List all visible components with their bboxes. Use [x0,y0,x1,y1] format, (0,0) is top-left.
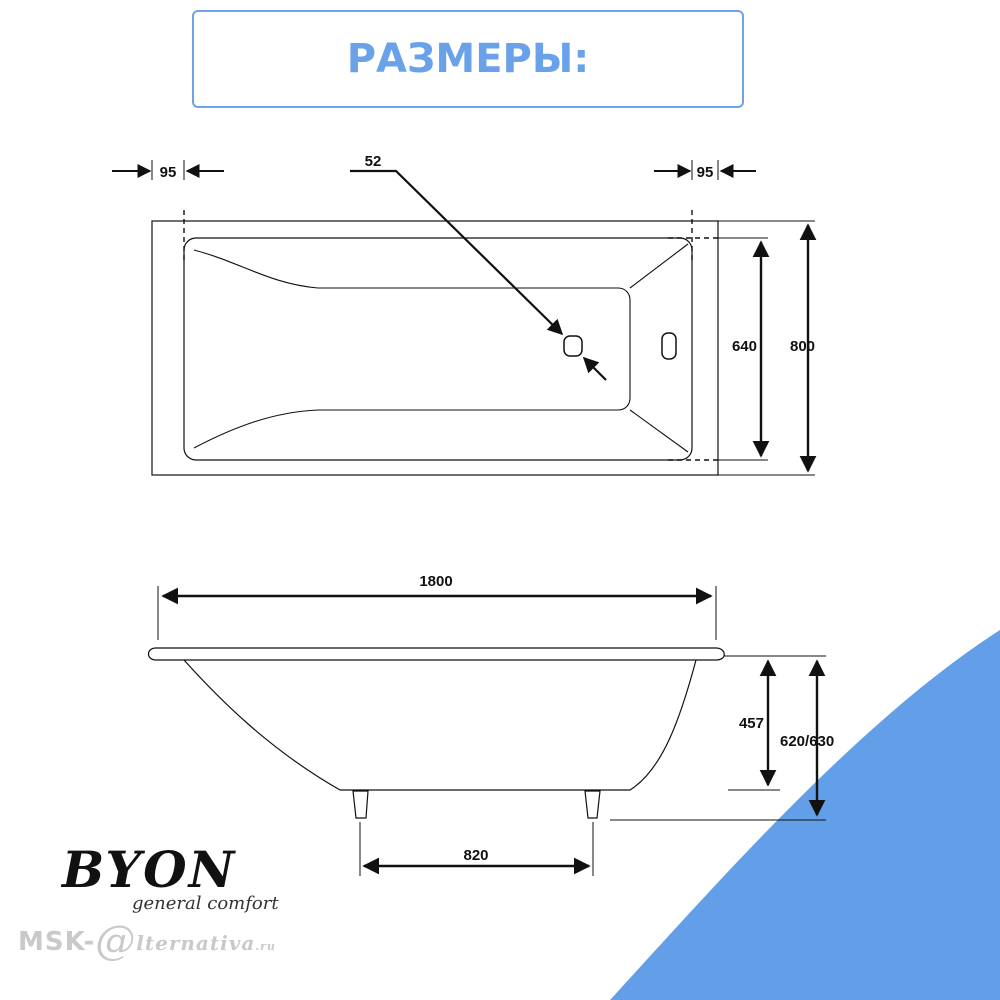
drain-leader [350,169,564,336]
leg-right [584,790,601,819]
watermark-prefix: MSK- [18,927,96,957]
corner-decoration [610,630,1000,1000]
watermark-name: lternativa [136,931,256,955]
label-height: 620/630 [780,733,834,750]
label-leg-spacing: 820 [463,847,488,864]
leg-left [352,790,369,819]
brand-logo-name: BYON [62,840,237,899]
tub-basin-contour [193,249,631,449]
drain-hole [563,335,583,357]
side-view [147,586,826,876]
watermark-tld: .ru [255,940,276,953]
header-banner: РАЗМЕРЫ: [192,10,744,108]
watermark: MSK-@lternativa.ru [18,918,276,964]
watermark-at-symbol: @ [95,918,137,964]
label-length: 1800 [419,573,452,590]
label-rim-left: 95 [160,164,177,181]
top-view [151,160,815,476]
tub-rim [147,647,725,661]
tub-outer-outline [151,220,719,476]
page-title: РАЗМЕРЫ: [346,36,590,82]
side-view-dimensions [161,587,826,875]
label-drain: 52 [365,153,382,170]
top-view-dimensions [112,164,817,473]
tub-body [183,659,697,791]
label-outer-width: 800 [790,338,815,355]
tub-basin-slope-top [629,243,689,289]
tub-inner-outline [183,237,693,461]
brand-tagline: general comfort [132,893,279,914]
label-inner-width: 640 [732,338,757,355]
overflow-hole [661,332,677,360]
tub-basin-slope-bottom [629,409,689,453]
label-rim-right: 95 [697,164,714,181]
drain-arrow-small [582,356,607,381]
label-depth: 457 [739,715,764,732]
